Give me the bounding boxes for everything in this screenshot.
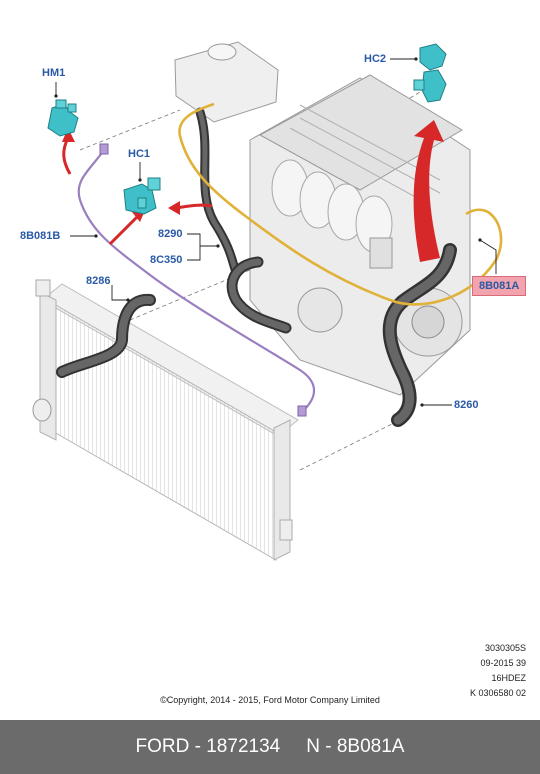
callout-leaders xyxy=(55,58,497,406)
hm1-clip-icon xyxy=(47,99,79,137)
drawing-reference: 3030305S 09-2015 39 16HDEZ K 0306580 02 xyxy=(436,641,526,701)
cooling-system-diagram xyxy=(32,41,503,561)
red-arrow-hc2 xyxy=(413,120,444,262)
callout-8b081a-highlight: 8B081A xyxy=(472,276,527,296)
pipe-8b081a xyxy=(178,102,503,306)
drawing-ref-line2: 09-2015 39 xyxy=(480,658,526,668)
drawing-ref-line3: 16HDEZ xyxy=(491,673,526,683)
callout-8b081b: 8B081B xyxy=(20,230,61,242)
drawing-ref-line4: K 0306580 02 xyxy=(469,688,526,698)
pipe-8b081b-end-top xyxy=(99,143,109,155)
pipe-8b081b xyxy=(77,149,316,411)
pipe-8b081b-end-bottom xyxy=(297,405,307,417)
radiator xyxy=(32,279,299,561)
callout-hc1: HC1 xyxy=(128,148,151,160)
drawing-ref-line1: 3030305S xyxy=(484,643,526,653)
callout-hc2: HC2 xyxy=(364,53,387,65)
callout-8260: 8260 xyxy=(454,399,479,411)
footer-oem-number: N - 8B081A xyxy=(306,736,405,757)
hoses xyxy=(56,107,457,427)
callout-8c350: 8C350 xyxy=(150,254,183,266)
footer-bar: FORD - 1872134 N - 8B081A xyxy=(0,720,540,774)
copyright-notice: ©Copyright, 2014 - 2015, Ford Motor Comp… xyxy=(160,695,380,705)
red-arrowheads xyxy=(62,128,180,222)
footer-part-number: FORD - 1872134 xyxy=(135,736,281,757)
hc2-clip-icon xyxy=(413,43,447,103)
engine-block xyxy=(249,74,471,396)
hc1-clip-icon xyxy=(123,177,161,215)
callout-hm1: HM1 xyxy=(42,67,66,79)
expansion-tank xyxy=(174,41,279,123)
callout-dots xyxy=(54,57,482,407)
callout-8290: 8290 xyxy=(158,228,183,240)
callout-8286: 8286 xyxy=(86,275,111,287)
